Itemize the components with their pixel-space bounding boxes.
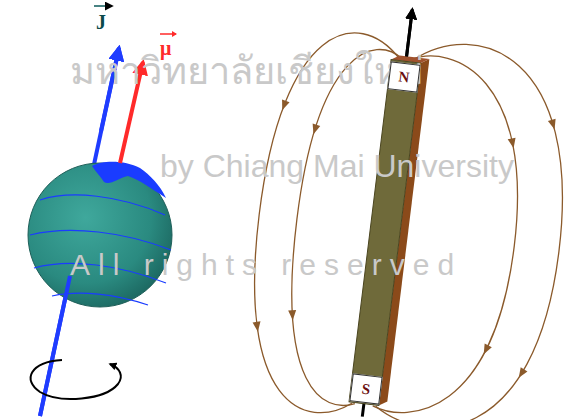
watermark: มหาวิทยาลัยเชียงใหม่ <box>70 52 424 90</box>
watermark: All rights reserved <box>70 250 462 280</box>
field-arrowhead <box>508 138 518 149</box>
vector-head <box>172 31 177 37</box>
magnet-axis-top <box>407 10 413 57</box>
field-arrowhead <box>253 321 262 332</box>
field-arrowhead <box>548 119 558 131</box>
field-arrowhead <box>288 310 297 320</box>
vector-sign <box>94 5 112 7</box>
magnet-pole: N <box>387 61 420 92</box>
watermark: by Chiang Mai University <box>160 150 514 182</box>
field-arrowhead <box>278 99 289 111</box>
field-arrowhead <box>515 367 527 380</box>
magnet-body <box>349 59 421 405</box>
pole-letter: N <box>398 68 411 86</box>
polar-patch <box>92 162 166 198</box>
field-arrowhead <box>480 344 492 357</box>
rotation-arrow <box>31 360 121 399</box>
field-arrowhead <box>310 124 321 136</box>
vector-label: J <box>96 12 106 32</box>
magnet-pole: S <box>349 373 382 404</box>
pole-letter: S <box>361 380 371 398</box>
